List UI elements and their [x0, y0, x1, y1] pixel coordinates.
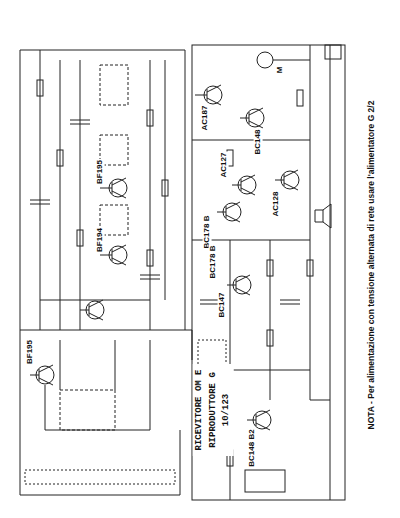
transistor-label: BC148: [254, 129, 263, 156]
note-text: NOTA - Per alimentazione con tensione al…: [367, 100, 376, 431]
title-text: RICEVITORE OM E RIPRODUTTORE G 10/123: [193, 364, 234, 456]
transistor-label: BC147: [218, 292, 227, 319]
transistor-label: BC148 B2: [248, 428, 257, 467]
transistor-label: BF195: [96, 159, 105, 185]
transistor-label: BF194: [96, 227, 105, 253]
transistor-label: BF195: [26, 339, 35, 365]
transistor-label: BC178 B: [209, 245, 218, 280]
transistor-label: AC128: [272, 191, 281, 218]
motor-label: M: [276, 66, 285, 75]
transistor-label: AC127: [220, 152, 229, 179]
transistor-label: AC187: [201, 105, 210, 132]
